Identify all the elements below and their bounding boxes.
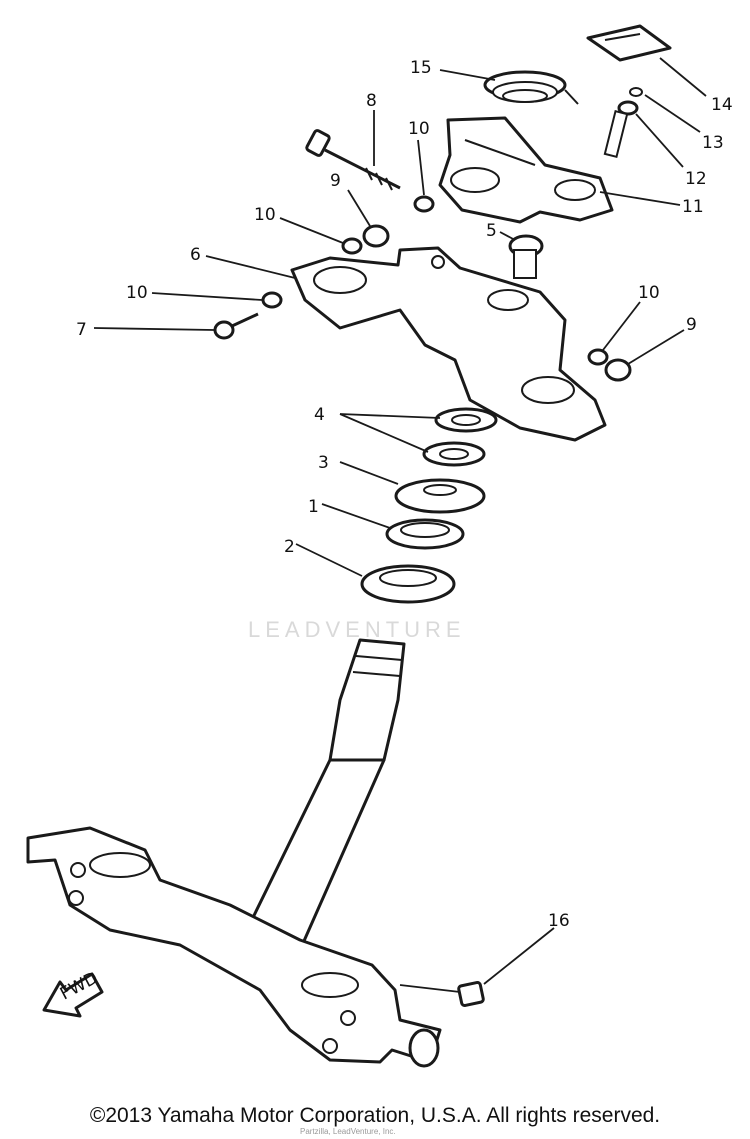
- fwd-arrow-icon: FWD: [42, 968, 104, 1018]
- leader-4b: [339, 413, 429, 453]
- callout-14: 14: [711, 95, 733, 115]
- leader-10d: [602, 301, 641, 351]
- leader-6: [205, 255, 296, 279]
- steering-stem: [240, 638, 406, 952]
- part-9-nut-a: [362, 224, 390, 248]
- part-2-race: [360, 564, 456, 604]
- part-10-washer-b: [341, 237, 363, 255]
- copyright-notice: ©2013 Yamaha Motor Corporation, U.S.A. A…: [89, 1104, 661, 1127]
- part-15-cap: [483, 70, 579, 105]
- leader-10c: [151, 292, 263, 301]
- callout-8: 8: [366, 91, 377, 111]
- leader-2: [295, 543, 363, 577]
- part-1-bearing: [385, 518, 465, 550]
- leader-10b: [279, 217, 344, 244]
- callout-10a: 10: [408, 119, 430, 139]
- part-7-bolt: [213, 312, 259, 340]
- leader-11: [599, 191, 681, 206]
- callout-13: 13: [702, 133, 724, 153]
- leader-14: [659, 57, 707, 97]
- callout-7: 7: [76, 320, 87, 340]
- leader-7: [93, 327, 215, 331]
- watermark: LEADVENTURE: [248, 617, 466, 642]
- part-13-12-screw: [603, 87, 643, 159]
- part-9-nut-b: [604, 358, 632, 382]
- lower-bracket: [26, 826, 442, 1068]
- part-10-washer-a: [413, 195, 435, 213]
- part-11-handlebar-holder: [438, 116, 614, 224]
- leader-9a: [347, 189, 371, 227]
- callout-4: 4: [314, 405, 325, 425]
- leader-16b: [399, 984, 461, 993]
- callout-10d: 10: [638, 283, 660, 303]
- leader-12: [635, 113, 684, 168]
- callout-9b: 9: [686, 315, 697, 335]
- leader-1: [321, 503, 391, 529]
- leader-15: [439, 69, 496, 81]
- leader-13: [644, 94, 701, 133]
- callout-15: 15: [410, 58, 432, 78]
- callout-1: 1: [308, 497, 319, 517]
- callout-10c: 10: [126, 283, 148, 303]
- callout-11: 11: [682, 197, 704, 217]
- part-10-washer-c: [261, 291, 283, 309]
- part-16-nut: [457, 980, 485, 1008]
- part-6-upper-bracket: [290, 246, 607, 442]
- part-4-ring-nuts: [422, 407, 498, 467]
- callout-6: 6: [190, 245, 201, 265]
- part-5-bolt: [508, 234, 544, 279]
- callout-9a: 9: [330, 171, 341, 191]
- part-14-plate: [586, 24, 672, 62]
- leader-16: [483, 927, 555, 985]
- callout-5: 5: [486, 221, 497, 241]
- part-3-cover: [394, 478, 486, 514]
- part-10-washer-d: [587, 348, 609, 366]
- leader-4a: [339, 413, 441, 419]
- callout-16: 16: [548, 911, 570, 931]
- callout-3: 3: [318, 453, 329, 473]
- callout-2: 2: [284, 537, 295, 557]
- leader-10a: [417, 139, 425, 196]
- callout-10b: 10: [254, 205, 276, 225]
- callout-12: 12: [685, 169, 707, 189]
- leader-5: [499, 231, 516, 241]
- part-8-bolt: [305, 129, 401, 191]
- leader-9b: [627, 329, 685, 365]
- watermark-small: Partzilla, LeadVenture, Inc.: [300, 1127, 396, 1136]
- leader-3: [339, 461, 399, 485]
